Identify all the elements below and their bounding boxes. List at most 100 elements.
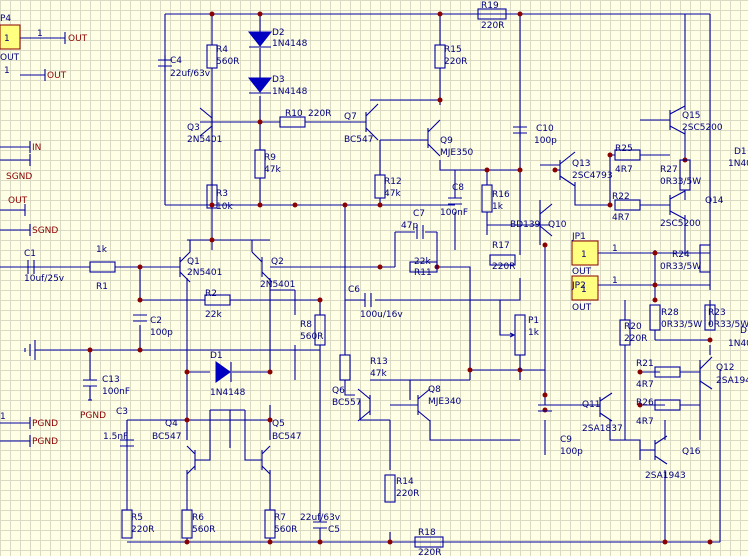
ref-R15: R15 — [444, 45, 462, 55]
val-R8: 560R — [300, 332, 323, 342]
transistor-Q8 — [390, 388, 431, 422]
ref-Q16: Q16 — [682, 447, 701, 457]
ref-R8: R8 — [300, 320, 312, 330]
ref-C4: C4 — [170, 56, 182, 66]
capacitors — [27, 55, 552, 538]
ref-R7: R7 — [274, 513, 286, 523]
val-C13: 100nF — [102, 387, 130, 397]
net-label-pgnd: PGND — [32, 419, 58, 429]
ref-R18: R18 — [418, 528, 436, 538]
resistor-R1 — [89, 261, 116, 273]
ref-R11: R11 — [414, 268, 432, 278]
val-R28: 0R33/5W — [661, 320, 702, 330]
val-Q1: 2N5401 — [187, 268, 222, 278]
val-Q6: BC557 — [332, 398, 361, 408]
ref-R23: R23 — [708, 308, 726, 318]
ref-C13: C13 — [102, 375, 120, 385]
ref-Q6: Q6 — [332, 386, 345, 396]
ref-R1: R1 — [96, 282, 108, 292]
resistor-R15 — [434, 44, 446, 69]
val-R21: 4R7 — [636, 380, 654, 390]
ref-R5: R5 — [131, 513, 143, 523]
resistor-R7 — [264, 509, 276, 539]
transistor-Q13 — [559, 151, 576, 187]
pin-number: 1 — [4, 66, 10, 76]
transistor-Q9 — [380, 119, 441, 157]
ref-Q2: Q2 — [271, 257, 284, 267]
diode-D2 — [247, 31, 273, 47]
connector-JP1 — [571, 240, 599, 266]
val-C9: 100p — [560, 447, 583, 457]
resistor-R28 — [649, 304, 661, 331]
resistor-R3 — [206, 184, 218, 209]
ref-R9: R9 — [264, 153, 276, 163]
val-R23: 0R33/5W — [708, 320, 748, 330]
val-C6: 100u/16v — [360, 310, 403, 320]
transistor-Q3 — [199, 107, 218, 137]
resistor-R8 — [314, 314, 326, 346]
capacitor-C10 — [513, 126, 527, 134]
ref-R6: R6 — [192, 513, 204, 523]
transistor-Q15 — [640, 105, 686, 135]
val-C1: 10uf/25v — [24, 274, 65, 284]
resistor-R4 — [206, 44, 218, 69]
val-R2: 22k — [205, 310, 222, 320]
ref-R24: R24 — [672, 250, 690, 260]
val-R17: 220R — [492, 262, 515, 272]
resistor-R20 — [619, 319, 631, 346]
transistor-Q4 — [186, 410, 211, 475]
val-C5: 22uf/63v — [300, 513, 341, 523]
val-R5: 220R — [131, 525, 154, 535]
diode-D1 — [215, 361, 231, 383]
ref-C1: C1 — [24, 249, 36, 259]
resistor-R6 — [181, 509, 193, 539]
ref-R28: R28 — [661, 308, 679, 318]
val-R13: 47k — [370, 369, 387, 379]
ref-JP1: JP1 — [571, 232, 586, 242]
resistor-R2 — [204, 294, 231, 306]
val-C3: 1.5nF — [103, 432, 128, 442]
val-R18: 220R — [418, 548, 441, 556]
label-JP2: OUT — [572, 303, 592, 313]
ref-Q4: Q4 — [165, 419, 178, 429]
ref-Q11: Q11 — [582, 400, 601, 410]
connector-P4 — [0, 24, 21, 50]
ref-R14: R14 — [396, 477, 414, 487]
pin-number: 1 — [0, 412, 6, 422]
ref-Q7: Q7 — [344, 112, 357, 122]
val-Q11: 2SA1837 — [582, 424, 623, 434]
resistor-R19 — [477, 8, 507, 20]
ref-Q8: Q8 — [428, 385, 441, 395]
pin-number: 1 — [37, 29, 43, 39]
val-R9: 47k — [264, 165, 281, 175]
capacitor-C5 — [313, 380, 327, 538]
val-R20: 220R — [624, 334, 647, 344]
label-JP1: OUT — [572, 267, 592, 277]
resistor-R23 — [704, 304, 716, 331]
resistor-R11 — [409, 261, 438, 273]
transistor-Q7 — [350, 103, 379, 141]
val-D1: 1N4148 — [210, 388, 246, 398]
label-P4: OUT — [0, 53, 20, 63]
resistor-R9 — [254, 149, 266, 179]
val-Q4: BC547 — [152, 432, 181, 442]
connector-JP2 — [571, 275, 599, 301]
ref-R12: R12 — [384, 177, 402, 187]
val-Q12: 2SA194 — [716, 376, 748, 386]
val-R25: 4R7 — [615, 165, 633, 175]
net-label-in: IN — [32, 143, 41, 153]
val-Q5: BC547 — [272, 432, 301, 442]
capacitor-C4 — [158, 55, 172, 72]
resistor-R16 — [481, 184, 493, 213]
capacitor-C7 — [416, 225, 424, 239]
junctions — [87, 11, 713, 545]
ref-R10: R10 — [285, 109, 303, 119]
val-R12: 47k — [384, 189, 401, 199]
val-C8: 100nF — [440, 208, 468, 218]
ref-Q5: Q5 — [272, 419, 285, 429]
ref-R26: R26 — [636, 398, 654, 408]
net-label-sgnd: SGND — [6, 172, 32, 182]
val-R6: 560R — [192, 525, 215, 535]
ref-P4: P4 — [0, 14, 11, 24]
